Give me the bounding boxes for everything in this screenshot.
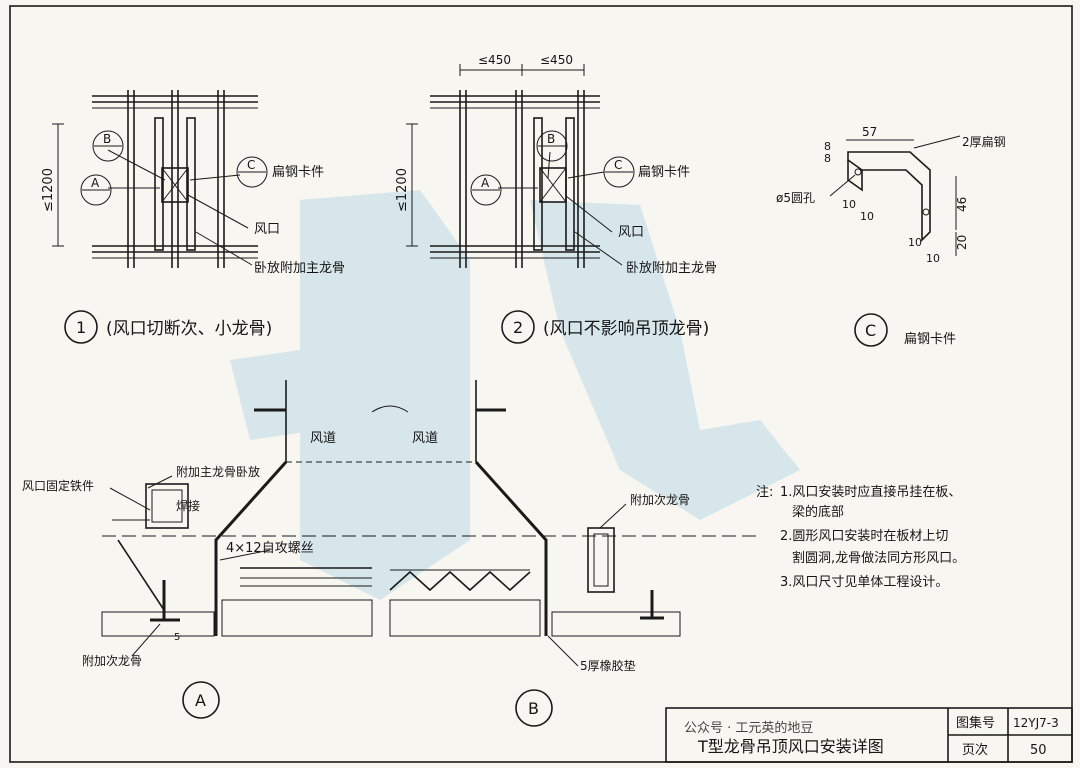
detail-1-label-vent: 风口 <box>254 222 280 237</box>
title-block-atlas-label: 图集号 <box>956 715 995 731</box>
notes-line-4: 割圆洞,龙骨做法同方形风口。 <box>792 550 965 566</box>
detail-2-callout-a: A <box>481 176 490 190</box>
section-duct-right: 风道 <box>412 431 438 446</box>
detail-2-caption: (风口不影响吊顶龙骨) <box>543 319 709 339</box>
detail-c-label-steel: 2厚扁钢 <box>962 135 1006 149</box>
detail-1-label-clip: 扁钢卡件 <box>272 165 324 180</box>
watermark-overlay-text: 公众号 · 工元英的地豆 <box>684 720 813 736</box>
detail-1-caption: (风口切断次、小龙骨) <box>106 319 272 339</box>
section-label-fixing: 风口固定铁件 <box>22 478 94 493</box>
detail-c-dim-20: 20 <box>955 235 969 250</box>
detail-c-caption: 扁钢卡件 <box>904 332 956 347</box>
detail-c-dim-46: 46 <box>955 197 969 212</box>
watermark-graphic <box>230 190 800 600</box>
detail-1-callout-c: C <box>247 158 255 172</box>
section-small-5: 5 <box>174 632 180 643</box>
title-block-page-value: 50 <box>1030 743 1047 758</box>
detail-c-dim-10b: 10 <box>860 210 874 223</box>
detail-c-dim-8b: 8 <box>824 152 831 165</box>
detail-c-label-hole: ø5圆孔 <box>776 191 815 205</box>
detail-2-dim-top-left: ≤450 <box>478 53 511 67</box>
notes-line-2: 梁的底部 <box>792 504 844 520</box>
title-block <box>665 707 1073 763</box>
detail-c-dim-10d: 10 <box>926 252 940 265</box>
detail-2-label-main-keel: 卧放附加主龙骨 <box>626 261 717 276</box>
vent-box-2 <box>539 167 567 203</box>
detail-1-plan <box>52 90 268 344</box>
vent-box-1 <box>161 167 189 203</box>
notes-line-1: 1.风口安装时应直接吊挂在板、 <box>780 484 961 500</box>
detail-2-callout-c: C <box>614 158 622 172</box>
title-block-page-label: 页次 <box>962 742 988 758</box>
section-marker-a: A <box>195 691 206 710</box>
section-label-secondary-keel-b: 附加次龙骨 <box>630 493 690 507</box>
detail-1-label-main-keel: 卧放附加主龙骨 <box>254 261 345 276</box>
detail-c-number: C <box>865 321 876 340</box>
notes-line-5: 3.风口尺寸见单体工程设计。 <box>780 575 948 590</box>
detail-2-dim-vertical: ≤1200 <box>395 168 410 212</box>
detail-1-number: 1 <box>76 318 86 337</box>
section-label-weld: 焊接 <box>176 498 200 513</box>
section-label-screw: 4×12自攻螺丝 <box>226 541 314 556</box>
detail-c-dim-10c: 10 <box>908 236 922 249</box>
detail-c-dim-10a: 10 <box>842 198 856 211</box>
detail-2-label-vent: 风口 <box>618 225 644 240</box>
detail-2-plan <box>406 64 635 344</box>
detail-1-callout-b: B <box>103 132 111 146</box>
title-block-atlas-value: 12YJ7-3 <box>1013 716 1059 730</box>
section-marker-b: B <box>528 699 539 718</box>
detail-c-clip <box>829 135 961 347</box>
sheet-border <box>9 5 1073 763</box>
detail-c-dim-width: 57 <box>862 125 877 139</box>
section-label-main-keel-flat: 附加主龙骨卧放 <box>176 464 260 479</box>
detail-c-dim-8a: 8 <box>824 140 831 153</box>
section-drawing <box>101 380 760 727</box>
detail-2-number: 2 <box>513 318 523 337</box>
notes-heading: 注: <box>756 485 773 500</box>
section-label-gasket: 5厚橡胶垫 <box>580 658 636 673</box>
detail-1-callout-a: A <box>91 176 100 190</box>
detail-2-callout-b: B <box>547 132 555 146</box>
detail-2-dim-top-right: ≤450 <box>540 53 573 67</box>
detail-1-dim-vertical: ≤1200 <box>41 168 56 212</box>
detail-2-label-clip: 扁钢卡件 <box>638 165 690 180</box>
title-block-title: T型龙骨吊顶风口安装详图 <box>697 737 884 756</box>
notes-line-3: 2.圆形风口安装时在板材上切 <box>780 529 948 544</box>
section-duct-left: 风道 <box>310 431 336 446</box>
section-label-secondary-keel-a: 附加次龙骨 <box>82 654 142 668</box>
